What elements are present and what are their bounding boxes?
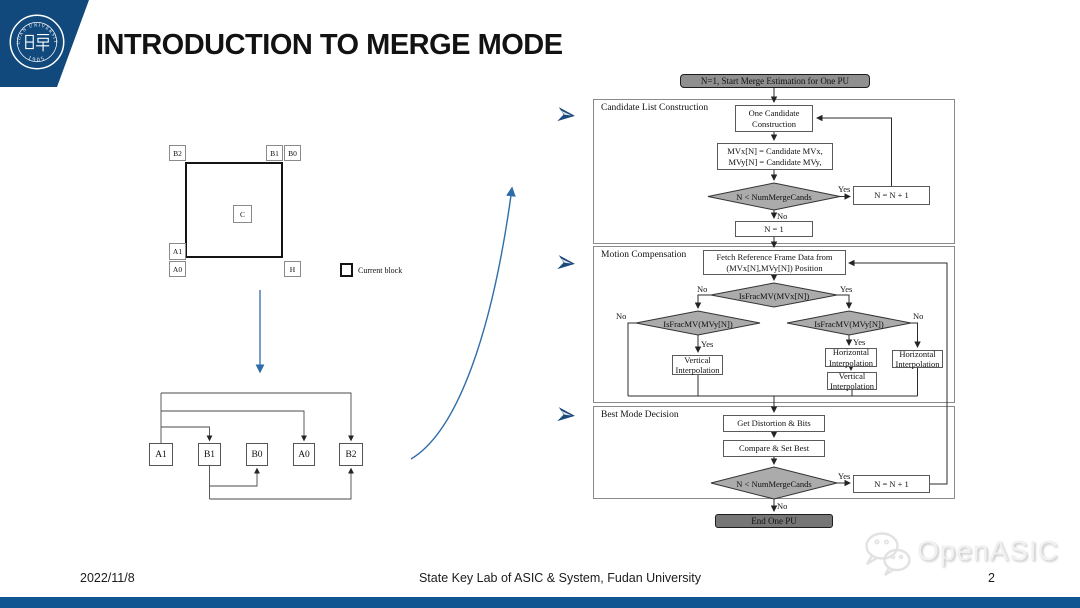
block-b1-label: B1 xyxy=(270,148,279,158)
label-no: No xyxy=(777,211,788,221)
candidate-b2-label: B2 xyxy=(345,449,357,460)
block-b2: B2 xyxy=(169,145,186,161)
node-reset-n: N = 1 xyxy=(735,221,813,237)
node-horizontal-interp-mid: Horizontal Interpolation xyxy=(825,347,877,368)
node-horizontal-interp-right: Horizontal Interpolation xyxy=(892,349,943,369)
node-vertical-interp-left: Vertical Interpolation xyxy=(672,355,723,375)
diamond-fracmv-x xyxy=(710,282,838,308)
diamond-fracmv-y-left xyxy=(635,310,761,336)
diamond-fracmv-y-left-label: IsFracMV(MVy[N]) xyxy=(663,318,733,329)
seal-glyph xyxy=(25,33,50,52)
label-yes: Yes xyxy=(838,471,851,481)
fudan-university-seal-icon: FUDAN UNIVERSITY 1905 xyxy=(7,10,65,70)
section-label-s2: Motion Compensation xyxy=(601,250,687,260)
page-title: INTRODUCTION TO MERGE MODE xyxy=(96,29,563,61)
candidate-a1: A1 xyxy=(149,443,173,466)
footer-date: 2022/11/8 xyxy=(80,571,135,585)
node-one-candidate: One Candidate Construction xyxy=(735,105,813,132)
decision-diamonds xyxy=(635,182,912,500)
section-label-s3: Best Mode Decision xyxy=(601,410,679,420)
page-number: 2 xyxy=(988,571,995,585)
block-h: H xyxy=(284,261,301,277)
block-a1-label: A1 xyxy=(172,247,183,256)
footer-affiliation: State Key Lab of ASIC & System, Fudan Un… xyxy=(418,571,702,585)
candidate-b2: B2 xyxy=(339,443,363,466)
candidate-a0: A0 xyxy=(293,443,315,466)
label-no: No xyxy=(697,284,708,294)
block-b0: B0 xyxy=(284,145,301,161)
label-no: No xyxy=(616,311,627,321)
candidate-b0: B0 xyxy=(246,443,268,466)
block-b1: B1 xyxy=(266,145,283,161)
diamond-cond-merge2-label: N < NumMergeCands xyxy=(736,478,812,489)
label-no: No xyxy=(913,311,924,321)
flowchart-connectors xyxy=(627,88,948,512)
svg-text:1905: 1905 xyxy=(27,55,47,63)
node-inc1: N = N + 1 xyxy=(853,186,930,205)
candidate-b0-label: B0 xyxy=(251,449,263,460)
legend-label: Current block xyxy=(358,266,403,275)
section-label-s1: Candidate List Construction xyxy=(601,103,709,113)
diamond-fracmv-y-right-label: IsFracMV(MVy[N]) xyxy=(814,318,884,329)
candidate-order-connectors xyxy=(160,392,354,500)
node-mv-assign: MVx[N] = Candidate MVx, MVy[N] = Candida… xyxy=(717,143,833,170)
label-yes: Yes xyxy=(838,184,851,194)
diamond-cond-merge1 xyxy=(707,182,841,211)
bullet-arrow-icon xyxy=(557,107,575,122)
candidate-a0-label: A0 xyxy=(298,449,310,460)
candidate-b1-label: B1 xyxy=(203,449,216,460)
bullet-arrow-icon xyxy=(557,407,575,422)
block-h-label: H xyxy=(289,264,296,274)
bullet-arrow-icon xyxy=(557,255,575,270)
legend-current-block-swatch xyxy=(340,263,353,277)
block-a1: A1 xyxy=(169,243,186,260)
block-b0-label: B0 xyxy=(288,148,297,158)
block-c: C xyxy=(233,205,252,223)
diamond-cond-merge2 xyxy=(710,466,838,500)
node-start: N=1, Start Merge Estimation for One PU xyxy=(680,74,870,88)
seal-year-text: 1905 xyxy=(27,55,46,63)
current-block-square xyxy=(185,162,283,258)
node-fetch: Fetch Reference Frame Data from (MVx[N],… xyxy=(703,250,846,275)
label-no: No xyxy=(777,501,788,511)
label-yes: Yes xyxy=(701,339,714,349)
node-compare-set-best: Compare & Set Best xyxy=(723,440,825,457)
diamond-cond-merge1-label: N < NumMergeCands xyxy=(736,192,812,202)
label-yes: Yes xyxy=(840,284,853,294)
openasic-watermark: OpenASIC xyxy=(917,535,1059,566)
node-get-distortion: Get Distortion & Bits xyxy=(723,415,825,432)
bottom-bar xyxy=(0,597,1080,608)
candidate-a1-label: A1 xyxy=(155,449,167,460)
node-end: End One PU xyxy=(715,514,833,528)
wechat-bubbles-icon xyxy=(865,532,911,577)
block-b2-label: B2 xyxy=(173,148,182,158)
node-vertical-interp-mid: Vertical Interpolation xyxy=(827,371,877,391)
curved-arrow xyxy=(410,186,516,460)
blue-arrows xyxy=(255,186,516,460)
diamond-fracmv-y-right xyxy=(786,310,912,336)
block-c-label: C xyxy=(239,209,245,219)
diamond-fracmv-x-label: IsFracMV(MVx[N]) xyxy=(738,290,810,301)
candidate-b1: B1 xyxy=(198,443,221,466)
block-a0: A0 xyxy=(169,261,186,277)
label-yes: Yes xyxy=(853,337,866,347)
block-a0-label: A0 xyxy=(172,264,183,274)
node-inc2: N = N + 1 xyxy=(853,475,930,493)
